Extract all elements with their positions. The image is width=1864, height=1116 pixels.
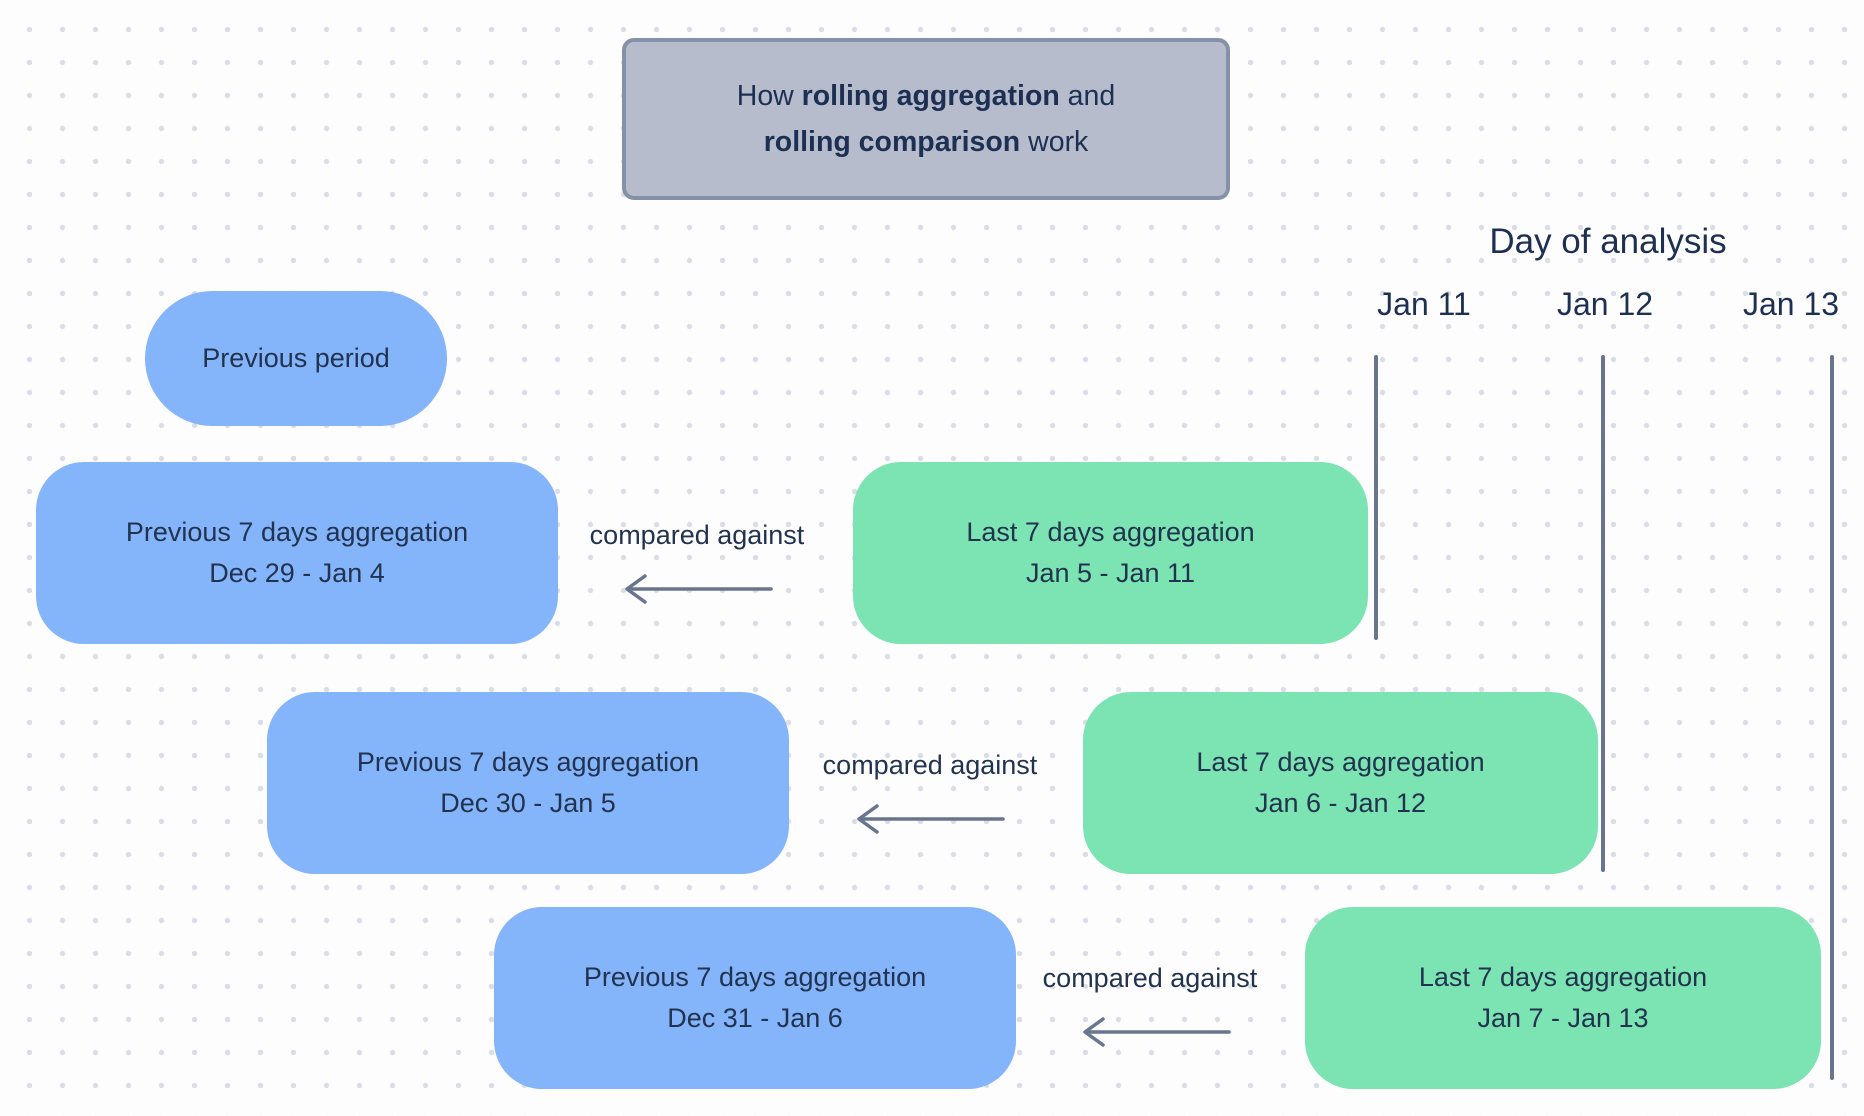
last-aggregation-box-row1: Last 7 days aggregation Jan 5 - Jan 11	[853, 462, 1368, 644]
previous-period-label: Previous period	[202, 343, 390, 373]
box-title: Previous 7 days aggregation	[356, 747, 700, 777]
box-date-range: Dec 31 - Jan 6	[667, 1003, 843, 1033]
analysis-date-jan-13: Jan 13	[1742, 286, 1840, 322]
box-date-range: Jan 5 - Jan 11	[1025, 558, 1196, 588]
compared-against-label-row3: compared against	[1042, 963, 1258, 993]
box-date-range: Jan 7 - Jan 13	[1477, 1003, 1649, 1033]
day-marker-line-jan-11	[1374, 355, 1378, 640]
diagram-title-line1: How rolling aggregation and	[737, 73, 1116, 119]
box-date-range: Dec 29 - Jan 4	[209, 558, 385, 588]
diagram-title-box: How rolling aggregation and rolling comp…	[622, 38, 1230, 200]
analysis-date-jan-12: Jan 12	[1556, 286, 1654, 322]
diagram-title-line2: rolling comparison work	[764, 119, 1089, 165]
box-title: Last 7 days aggregation	[966, 517, 1255, 547]
last-aggregation-box-row3: Last 7 days aggregation Jan 7 - Jan 13	[1305, 907, 1821, 1089]
previous-aggregation-box-row3: Previous 7 days aggregation Dec 31 - Jan…	[494, 907, 1016, 1089]
left-arrow-icon	[615, 571, 775, 607]
box-title: Previous 7 days aggregation	[583, 962, 927, 992]
compared-against-label-row1: compared against	[589, 520, 805, 550]
compared-against-label-row2: compared against	[822, 750, 1038, 780]
title-bold-rolling-comparison: rolling comparison	[763, 126, 1021, 158]
box-date-range: Dec 30 - Jan 5	[440, 788, 616, 818]
day-marker-line-jan-12	[1601, 355, 1605, 872]
day-marker-line-jan-13	[1830, 355, 1834, 1080]
left-arrow-icon	[1073, 1014, 1233, 1050]
last-aggregation-box-row2: Last 7 days aggregation Jan 6 - Jan 12	[1083, 692, 1598, 874]
title-text: and	[1059, 80, 1116, 112]
title-text: How	[736, 80, 802, 112]
title-bold-rolling-aggregation: rolling aggregation	[801, 80, 1060, 112]
analysis-date-jan-11: Jan 11	[1377, 286, 1471, 322]
box-title: Last 7 days aggregation	[1418, 962, 1708, 992]
previous-period-legend: Previous period	[145, 291, 447, 426]
title-text: work	[1020, 126, 1089, 158]
box-title: Last 7 days aggregation	[1196, 747, 1485, 777]
day-of-analysis-label: Day of analysis	[1489, 222, 1727, 261]
previous-aggregation-box-row2: Previous 7 days aggregation Dec 30 - Jan…	[267, 692, 789, 874]
box-date-range: Jan 6 - Jan 12	[1254, 788, 1427, 818]
box-title: Previous 7 days aggregation	[125, 517, 469, 547]
left-arrow-icon	[847, 801, 1007, 837]
previous-aggregation-box-row1: Previous 7 days aggregation Dec 29 - Jan…	[36, 462, 558, 644]
